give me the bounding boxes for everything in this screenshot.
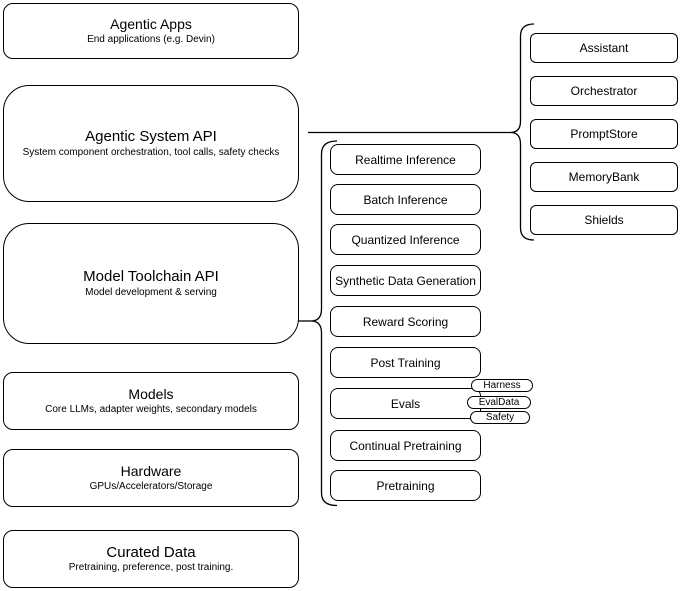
node-label: Batch Inference (363, 192, 448, 207)
node-hardware: Hardware GPUs/Accelerators/Storage (3, 449, 299, 507)
node-label: Realtime Inference (355, 152, 456, 167)
tag-harness: Harness (471, 379, 533, 392)
node-reward-scoring: Reward Scoring (330, 306, 481, 337)
node-model-toolchain-api: Model Toolchain API Model development & … (3, 223, 299, 344)
tag-safety: Safety (470, 411, 530, 424)
node-quantized-inference: Quantized Inference (330, 224, 481, 255)
node-subtitle: GPUs/Accelerators/Storage (89, 480, 213, 492)
node-subtitle: System component orchestration, tool cal… (22, 146, 280, 158)
node-pretraining: Pretraining (330, 470, 481, 501)
node-post-training: Post Training (330, 347, 481, 378)
node-label: Continual Pretraining (349, 438, 462, 453)
node-subtitle: Model development & serving (85, 286, 217, 298)
node-promptstore: PromptStore (530, 119, 678, 149)
node-label: Pretraining (376, 478, 435, 493)
node-label: Quantized Inference (351, 232, 460, 247)
node-label: Reward Scoring (362, 314, 449, 329)
node-label: Assistant (579, 41, 629, 55)
node-subtitle: End applications (e.g. Devin) (87, 33, 215, 45)
node-subtitle: Core LLMs, adapter weights, secondary mo… (45, 403, 257, 415)
node-subtitle: Pretraining, preference, post training. (68, 561, 234, 573)
node-label: Shields (584, 213, 624, 227)
node-title: Model Toolchain API (83, 267, 219, 285)
node-label: Orchestrator (570, 84, 638, 98)
node-title: Agentic System API (85, 127, 217, 145)
node-title: Hardware (120, 462, 182, 479)
node-evals: Evals (330, 388, 481, 419)
node-orchestrator: Orchestrator (530, 76, 678, 106)
node-label: MemoryBank (568, 170, 640, 184)
tag-evaldata: EvalData (467, 396, 531, 409)
node-shields: Shields (530, 205, 678, 235)
node-memorybank: MemoryBank (530, 162, 678, 192)
node-assistant: Assistant (530, 33, 678, 63)
node-title: Agentic Apps (110, 15, 192, 32)
node-curated-data: Curated Data Pretraining, preference, po… (3, 530, 299, 588)
node-agentic-system-api: Agentic System API System component orch… (3, 85, 299, 202)
node-label: Evals (390, 396, 421, 411)
node-title: Models (128, 385, 174, 402)
node-label: PromptStore (570, 127, 638, 141)
node-continual-pretraining: Continual Pretraining (330, 430, 481, 461)
node-models: Models Core LLMs, adapter weights, secon… (3, 372, 299, 430)
node-label: Synthetic Data Generation (335, 273, 476, 288)
tag-label: Harness (483, 380, 521, 391)
node-title: Curated Data (106, 543, 196, 561)
tag-label: EvalData (478, 397, 520, 408)
node-agentic-apps: Agentic Apps End applications (e.g. Devi… (3, 3, 299, 59)
tag-label: Safety (485, 412, 515, 423)
node-batch-inference: Batch Inference (330, 184, 481, 215)
node-realtime-inference: Realtime Inference (330, 144, 481, 175)
node-label: Post Training (370, 355, 441, 370)
agentic-group-brace (510, 23, 535, 241)
node-synthetic-data-generation: Synthetic Data Generation (330, 265, 481, 296)
